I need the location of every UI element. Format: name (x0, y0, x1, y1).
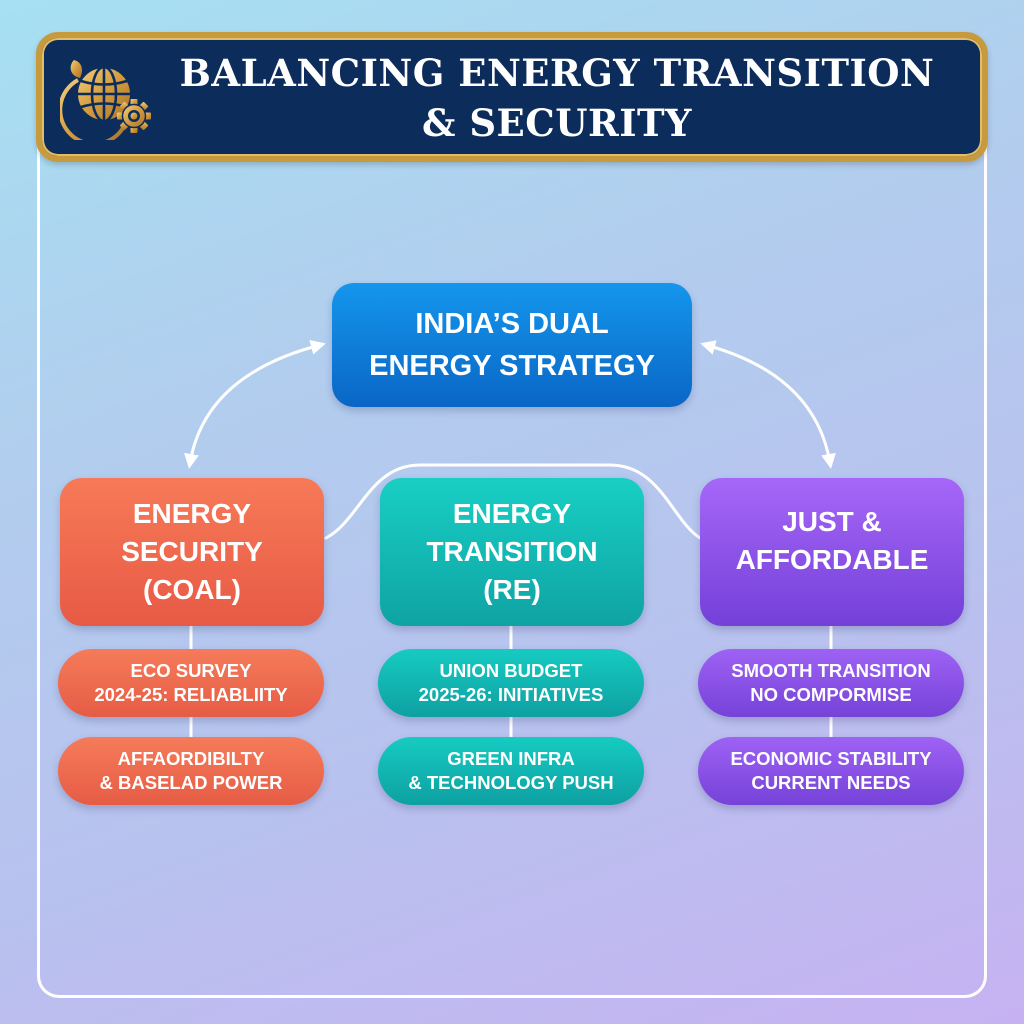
just-affordable-node: JUST & AFFORDABLE (700, 478, 964, 626)
page-title: BALANCING ENERGY TRANSITION & SECURITY (179, 51, 935, 145)
eco-survey-item: ECO SURVEY 2024-25: RELIABLIITY (58, 649, 324, 717)
title-banner: BALANCING ENERGY TRANSITION & SECURITY (36, 32, 988, 162)
energy-transition-node: ENERGY TRANSITION (RE) (380, 478, 644, 626)
smooth-transition-item: SMOOTH TRANSITION NO COMPORMISE (698, 649, 964, 717)
globe-gear-leaf-icon (60, 60, 151, 140)
green-infra-item: GREEN INFRA & TECHNOLOGY PUSH (378, 737, 644, 805)
affordability-baseload-item: AFFAORDIBILTY & BASELAD POWER (58, 737, 324, 805)
union-budget-item: UNION BUDGET 2025-26: INITIATIVES (378, 649, 644, 717)
content-frame (37, 120, 987, 998)
economic-stability-item: ECONOMIC STABILITY CURRENT NEEDS (698, 737, 964, 805)
energy-security-node: ENERGY SECURITY (COAL) (60, 478, 324, 626)
dual-strategy-node: INDIA’S DUAL ENERGY STRATEGY (332, 283, 692, 407)
